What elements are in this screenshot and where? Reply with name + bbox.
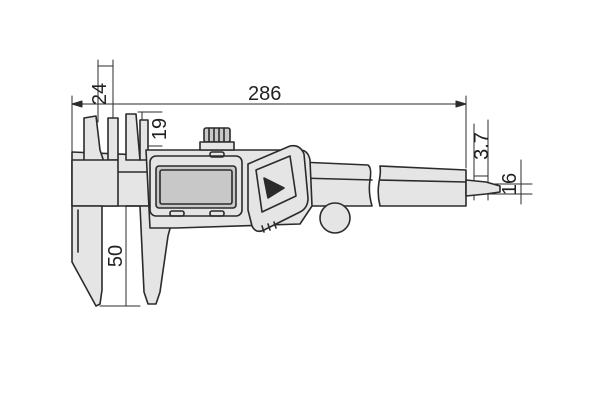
thumb-wheel: [319, 202, 351, 234]
depth-rod: [465, 179, 501, 197]
lcd-display: [149, 155, 243, 217]
arrow-left: [71, 100, 83, 108]
fixed-jaw: [71, 115, 119, 307]
side-panel: [247, 144, 309, 233]
dim-beam-width: 16: [499, 173, 521, 195]
dim-jaw-depth-inside: 24: [89, 83, 111, 105]
play-triangle-icon: [263, 177, 285, 199]
arrow-right: [455, 100, 467, 108]
dim-inside-jaw-length: 19: [149, 118, 171, 140]
dim-overall-length: 286: [248, 83, 281, 105]
slider: [125, 113, 351, 305]
dim-beam-thickness: 3.7: [471, 132, 493, 160]
function-buttons: [169, 151, 225, 217]
dim-jaw-depth-outside: 50: [105, 245, 127, 267]
clamp-screw: [199, 127, 235, 151]
